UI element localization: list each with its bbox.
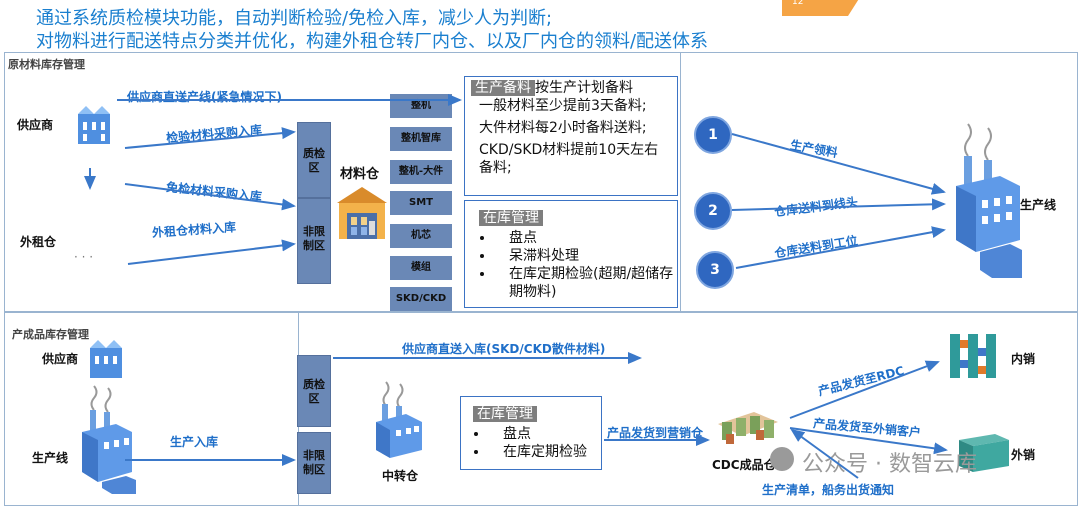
raw-free-zone: 非限 制区: [297, 198, 331, 284]
supplier-factory-icon: [74, 100, 114, 154]
step-3-circle: 3: [696, 251, 734, 289]
finished-left-panel: [4, 312, 300, 506]
export-label: 外销: [1011, 448, 1036, 462]
to-sales-wh-label: 产品发货到营销仓: [607, 426, 704, 440]
category-item: SKD/CKD: [390, 287, 452, 311]
transfer-warehouse-label: 中转仓: [382, 469, 419, 483]
raw-stock-item: 盘点: [495, 229, 677, 247]
finished-stock-item: 盘点: [489, 425, 601, 443]
direct-line-label: 供应商直送产线(紧急情况下): [127, 90, 282, 104]
finished-free-zone-label: 非限 制区: [303, 449, 325, 476]
raw-stock-title: 在库管理: [479, 210, 543, 226]
finished-right-panel: [298, 312, 1078, 506]
finished-production-line-label: 生产线: [32, 451, 69, 465]
transfer-warehouse-icon: [372, 380, 428, 468]
material-warehouse-label: 材料仓: [340, 167, 380, 182]
raw-qc-zone: 质检 区: [297, 122, 331, 198]
finished-qc-zone: 质检 区: [297, 355, 331, 427]
prep-title: 生产备料: [471, 80, 535, 96]
finished-qc-zone-label: 质检 区: [303, 378, 325, 405]
cdc-warehouse-icon: [712, 404, 784, 458]
header-line-2: 对物料进行配送特点分类并优化，构建外租仓转厂内仓、以及厂内仓的领料/配送体系: [36, 31, 709, 52]
category-item: 整机: [390, 94, 452, 118]
step-2-circle: 2: [694, 192, 732, 230]
wechat-icon: [770, 447, 794, 471]
category-item: 机芯: [390, 224, 452, 248]
export-container-icon: [955, 430, 1011, 478]
category-item: SMT: [390, 191, 452, 215]
warehouse-icon: [333, 183, 391, 249]
production-in-label: 生产入库: [170, 435, 219, 449]
finished-stock-item: 在库定期检验: [489, 443, 601, 461]
raw-free-zone-label: 非限 制区: [303, 225, 325, 252]
raw-production-line-label: 生产线: [1020, 198, 1057, 212]
shipping-notice-label: 生产清单，船务出货通知: [762, 483, 895, 497]
finished-supplier-label: 供应商: [42, 352, 79, 366]
finished-stock-title: 在库管理: [473, 406, 537, 422]
header-line-1: 通过系统质检模块功能，自动判断检验/免检入库，减少人为判断;: [36, 8, 553, 29]
direct-in-label: 供应商直送入库(SKD/CKD散件材料): [402, 342, 606, 356]
external-warehouse-label: 外租仓: [20, 235, 57, 249]
prep-line: CKD/SKD材料提前10天左右备料;: [479, 142, 659, 176]
watermark-text: 公众号 · 数智云库: [802, 452, 977, 477]
raw-stock-item: 在库定期检验(超期/超储存期物料): [495, 265, 677, 301]
page-badge-number: 12: [792, 0, 803, 7]
finished-production-factory-icon: [78, 384, 140, 498]
page-badge: 12: [782, 0, 862, 18]
step-1-circle: 1: [694, 116, 732, 154]
domestic-label: 内销: [1011, 352, 1036, 366]
raw-stock-item: 呆滞料处理: [495, 247, 677, 265]
raw-section-title: 原材料库存管理: [8, 58, 85, 71]
prep-line: 按生产计划备料: [535, 80, 633, 96]
production-line-factory-icon: [950, 120, 1030, 284]
finished-supplier-icon: [86, 336, 126, 386]
finished-section-title: 产成品库存管理: [12, 328, 89, 341]
more-dots: · · ·: [74, 250, 94, 264]
prep-line: 一般材料至少提前3天备料;: [479, 98, 647, 114]
cdc-warehouse-label: CDC成品仓: [712, 458, 776, 472]
raw-supplier-label: 供应商: [17, 118, 54, 132]
domestic-distribution-icon: [946, 330, 1008, 386]
raw-stock-box: 在库管理 盘点 呆滞料处理 在库定期检验(超期/超储存期物料): [464, 200, 678, 308]
prep-line: 大件材料每2小时备料送料;: [479, 120, 647, 136]
raw-qc-zone-label: 质检 区: [303, 147, 325, 174]
finished-stock-box: 在库管理 盘点 在库定期检验: [460, 396, 602, 470]
category-item: 整机智库: [390, 127, 452, 151]
production-prep-box: 生产备料按生产计划备料 一般材料至少提前3天备料; 大件材料每2小时备料送料; …: [464, 76, 678, 196]
category-item: 模组: [390, 256, 452, 280]
finished-free-zone: 非限 制区: [297, 432, 331, 494]
category-item: 整机-大件: [390, 160, 452, 184]
